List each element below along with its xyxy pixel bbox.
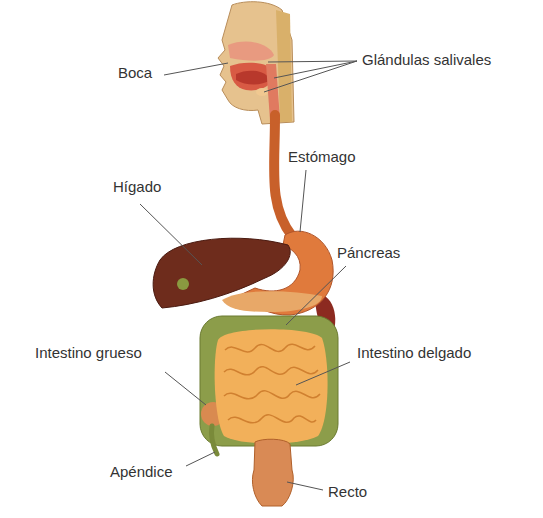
nasal-cavity bbox=[228, 42, 274, 61]
head-outline bbox=[218, 2, 294, 124]
large-intestine bbox=[200, 316, 338, 446]
pancreas bbox=[222, 291, 322, 312]
salivary-gland bbox=[256, 88, 268, 96]
leader-line bbox=[287, 482, 323, 490]
small-intestine bbox=[215, 329, 328, 443]
leader-line bbox=[186, 452, 215, 466]
leader-line bbox=[274, 61, 357, 78]
esophagus bbox=[274, 115, 292, 236]
gallbladder bbox=[177, 278, 189, 290]
appendix bbox=[211, 426, 217, 454]
part-label: Estómago bbox=[288, 148, 356, 166]
leader-lines bbox=[140, 61, 357, 490]
head-section bbox=[218, 2, 294, 124]
leader-line bbox=[164, 63, 228, 75]
rectum bbox=[252, 439, 293, 506]
part-label: Hígado bbox=[113, 178, 161, 196]
part-label: Páncreas bbox=[337, 244, 400, 262]
leader-line bbox=[264, 61, 357, 92]
leader-line bbox=[300, 170, 306, 232]
part-label: Boca bbox=[118, 64, 152, 82]
leader-line bbox=[165, 372, 206, 405]
part-label: Intestino delgado bbox=[357, 344, 471, 362]
leader-line bbox=[268, 61, 357, 62]
leader-line bbox=[296, 362, 350, 385]
part-label: Recto bbox=[328, 483, 367, 501]
intestine-coils bbox=[224, 344, 320, 423]
tongue bbox=[236, 71, 270, 85]
leader-line bbox=[140, 204, 202, 265]
part-label: Glándulas salivales bbox=[362, 51, 491, 69]
part-label: Apéndice bbox=[110, 463, 173, 481]
part-label: Intestino grueso bbox=[35, 344, 142, 362]
leader-line bbox=[286, 266, 346, 325]
liver bbox=[153, 238, 290, 308]
